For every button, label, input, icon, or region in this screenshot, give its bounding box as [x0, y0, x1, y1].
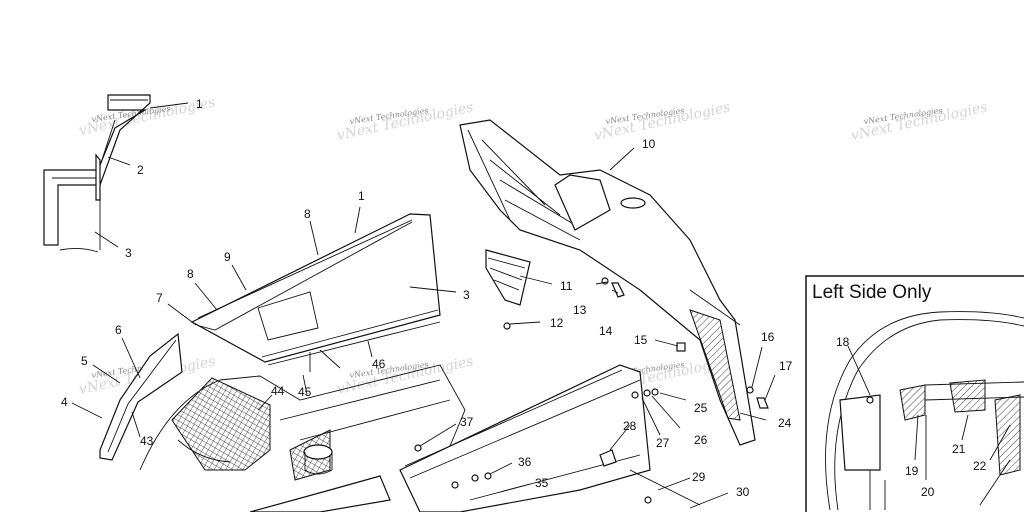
fender-shroud	[459, 119, 756, 446]
callout-14: 14	[599, 324, 613, 338]
callout-1: 1	[196, 97, 203, 111]
callout-29: 29	[692, 470, 706, 484]
callout-45: 45	[298, 385, 312, 399]
panel-lower	[399, 364, 701, 512]
callout-43: 43	[140, 434, 154, 448]
callout-15: 15	[634, 333, 648, 347]
callout-18: 18	[836, 335, 850, 349]
lower-console	[139, 364, 466, 512]
callout-5: 5	[81, 354, 88, 368]
callout-labels: 1 2 3 1 8 9 8 7 3 6 5 4 43 44 45 46 10 1…	[61, 97, 793, 499]
callout-11: 11	[560, 279, 573, 293]
callout-27: 27	[656, 436, 670, 450]
callout-2: 2	[137, 163, 144, 177]
callout-21: 21	[952, 442, 966, 456]
callout-9: 9	[224, 250, 231, 264]
callout-17: 17	[779, 359, 793, 373]
leader-lines	[71, 102, 776, 509]
callout-37: 37	[460, 415, 474, 429]
callout-10: 10	[642, 137, 656, 151]
hardware-bits	[414, 277, 769, 504]
callout-8: 8	[187, 267, 194, 281]
callout-6: 6	[115, 323, 122, 337]
inset-panel: Left Side Only 18 19 20 21 22	[805, 275, 1024, 512]
callout-13: 13	[573, 303, 587, 317]
callout-7: 7	[156, 291, 163, 305]
side-strip	[99, 332, 183, 461]
callout-28: 28	[623, 419, 637, 433]
callout-22: 22	[973, 459, 987, 473]
callout-20: 20	[921, 485, 935, 499]
callout-3: 3	[463, 288, 470, 302]
callout-25: 25	[694, 401, 708, 415]
callout-46: 46	[372, 357, 386, 371]
bracket-detail	[43, 94, 151, 253]
callout-30: 30	[736, 485, 750, 499]
callout-16: 16	[761, 330, 775, 344]
callout-3: 3	[125, 246, 132, 260]
callout-12: 12	[550, 316, 564, 330]
callout-8: 8	[304, 207, 311, 221]
panel-upper	[190, 213, 441, 372]
callout-19: 19	[905, 464, 919, 478]
callout-1: 1	[358, 189, 365, 203]
callout-24: 24	[778, 416, 792, 430]
callout-26: 26	[694, 433, 708, 447]
callout-36: 36	[518, 455, 532, 469]
inset-title: Left Side Only	[812, 282, 932, 303]
callout-44: 44	[271, 384, 285, 398]
callout-35: 35	[535, 476, 549, 490]
callout-4: 4	[61, 395, 68, 409]
